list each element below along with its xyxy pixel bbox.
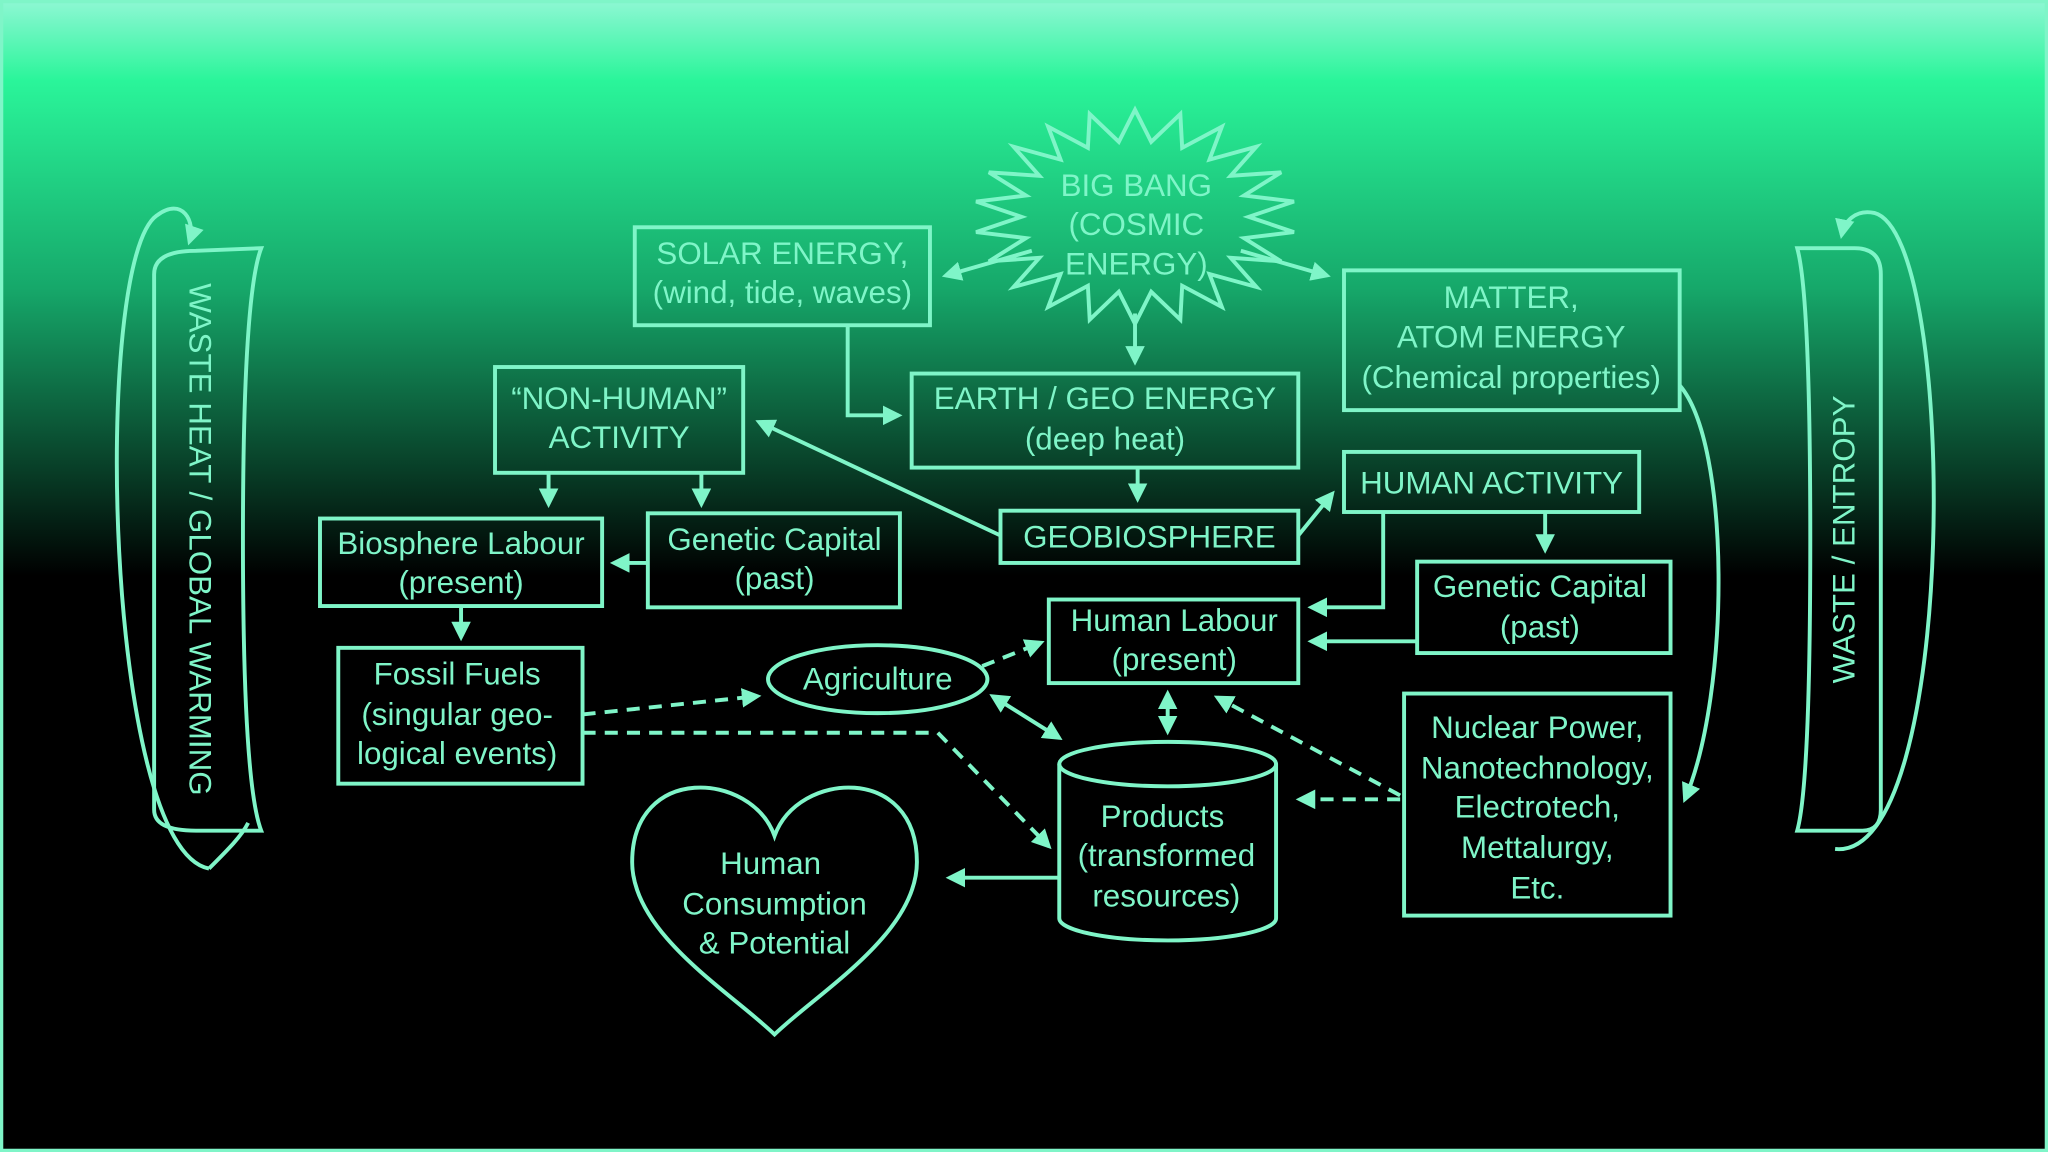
earth-energy-box: EARTH / GEO ENERGY(deep heat): [909, 371, 1301, 470]
svg-text:Biosphere Labour(present): Biosphere Labour(present): [337, 526, 584, 600]
genetic-capital-right-box: Genetic Capital(past): [1415, 559, 1673, 656]
svg-text:EARTH / GEO ENERGY(deep heat): EARTH / GEO ENERGY(deep heat): [934, 381, 1276, 456]
svg-text:Human Labour(present): Human Labour(present): [1071, 603, 1278, 677]
human-labour-box: Human Labour(present): [1046, 597, 1301, 686]
matter-box: MATTER,ATOM ENERGY(Chemical properties): [1342, 268, 1682, 413]
non-human-activity-box: “NON-HUMAN”ACTIVITY: [493, 365, 746, 475]
svg-text:SOLAR ENERGY,(wind, tide, wave: SOLAR ENERGY,(wind, tide, waves): [653, 236, 912, 310]
svg-text:Agriculture: Agriculture: [803, 662, 953, 697]
svg-text:“NON-HUMAN”ACTIVITY: “NON-HUMAN”ACTIVITY: [511, 381, 727, 455]
svg-text:HUMAN ACTIVITY: HUMAN ACTIVITY: [1360, 466, 1623, 501]
right-scroll: WASTE / ENTROPY: [1794, 210, 1936, 851]
genetic-capital-left-box: Genetic Capital(past): [645, 511, 902, 610]
svg-text:Nuclear Power,Nanotechnology,E: Nuclear Power,Nanotechnology,Electrotech…: [1421, 710, 1654, 906]
svg-text:WASTE / ENTROPY: WASTE / ENTROPY: [1827, 395, 1862, 683]
human-activity-box: HUMAN ACTIVITY: [1342, 449, 1642, 514]
svg-text:Fossil Fuels(singular geo-logi: Fossil Fuels(singular geo-logical events…: [357, 656, 557, 771]
nuclear-box: Nuclear Power,Nanotechnology,Electrotech…: [1402, 691, 1673, 918]
flow-arrows: [451, 248, 1721, 888]
fossil-fuels-box: Fossil Fuels(singular geo-logical events…: [336, 645, 585, 786]
svg-text:Genetic Capital(past): Genetic Capital(past): [1433, 569, 1647, 644]
geobiosphere-box: GEOBIOSPHERE: [998, 508, 1301, 565]
solar-energy-box: SOLAR ENERGY,(wind, tide, waves): [632, 225, 932, 328]
left-scroll: WASTE HEAT / GLOBAL WARMING: [114, 206, 265, 871]
agriculture-ellipse: Agriculture: [766, 643, 990, 716]
svg-text:WASTE HEAT / GLOBAL WARMING: WASTE HEAT / GLOBAL WARMING: [182, 283, 217, 795]
svg-text:GEOBIOSPHERE: GEOBIOSPHERE: [1023, 519, 1275, 554]
svg-text:MATTER,ATOM ENERGY(Chemical pr: MATTER,ATOM ENERGY(Chemical properties): [1361, 280, 1660, 395]
svg-text:Genetic Capital(past): Genetic Capital(past): [667, 522, 881, 596]
